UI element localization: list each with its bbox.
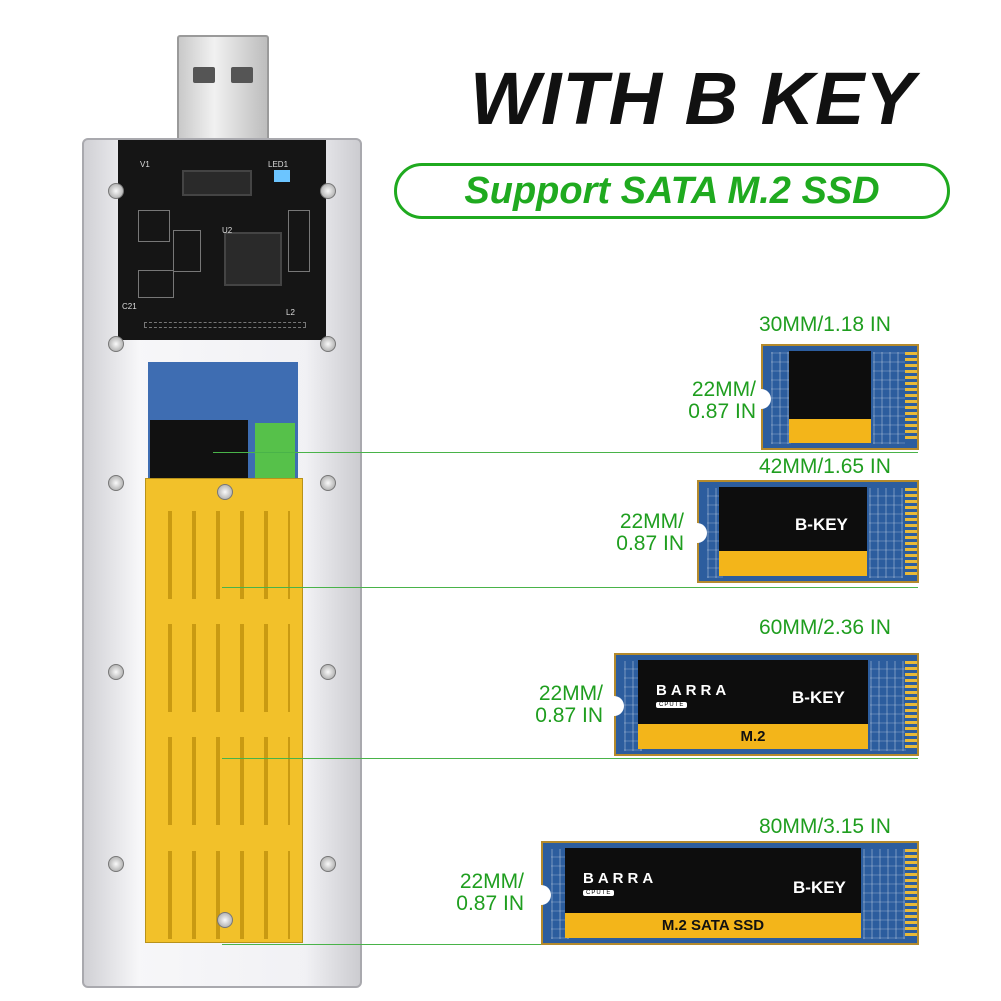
b-key-pins: [905, 488, 917, 575]
mount-screw: [217, 484, 233, 500]
board-circuit: [873, 352, 905, 444]
nand-chip: BARRA CPUTE B-KEY: [565, 848, 861, 913]
shell-screw: [108, 475, 124, 491]
b-key-pins: [905, 849, 917, 937]
ssd-2280: BARRA CPUTE B-KEY M.2 SATA SSD: [541, 841, 919, 945]
width-label-line1: 22MM/: [538, 682, 603, 705]
pcb-trace: [173, 230, 201, 272]
m2-connector-label: [150, 420, 248, 478]
brand-sub: CPUTE: [656, 702, 688, 708]
headline: WITH B KEY: [470, 57, 916, 140]
width-label-line2: 0.87 IN: [456, 892, 524, 916]
gold-label: [789, 419, 871, 443]
shell-screw: [320, 336, 336, 352]
m2-notch: [541, 885, 551, 905]
ssd-2242: B-KEY: [697, 480, 919, 583]
width-label: 22MM/ 0.87 IN: [517, 682, 603, 728]
gold-label: [719, 551, 867, 576]
heatsink-vents: [158, 737, 290, 825]
guide-line-42mm: [222, 587, 918, 588]
gold-label-text: M.2 SATA SSD: [661, 917, 765, 934]
m2-notch: [697, 523, 707, 543]
pcb-label: LED1: [268, 160, 289, 169]
brand-name: BARRA: [656, 682, 731, 699]
width-label-line2: 0.87 IN: [688, 400, 756, 424]
ssd-2260: BARRA CPUTE B-KEY M.2: [614, 653, 919, 756]
shell-screw: [108, 664, 124, 680]
board-circuit: [771, 352, 791, 444]
shell-screw: [108, 856, 124, 872]
shell-screw: [320, 475, 336, 491]
b-key-label: B-KEY: [795, 515, 848, 534]
length-label: 42MM/1.65 IN: [759, 455, 891, 478]
width-label: 22MM/ 0.87 IN: [670, 378, 756, 424]
width-label-line1: 22MM/: [619, 510, 684, 533]
width-label-line1: 22MM/: [459, 870, 524, 893]
width-label: 22MM/ 0.87 IN: [598, 510, 684, 556]
m2-notch: [614, 696, 624, 716]
guide-line-30mm: [213, 452, 918, 453]
board-circuit: [863, 849, 905, 939]
pcb-label: L2: [286, 308, 295, 317]
width-label: 22MM/ 0.87 IN: [438, 870, 524, 916]
usb-contact-hole: [193, 67, 215, 83]
width-label-line2: 0.87 IN: [535, 704, 603, 728]
mount-screw: [217, 912, 233, 928]
width-label-line2: 0.87 IN: [616, 532, 684, 556]
pcb-trace: [288, 210, 310, 272]
length-label: 60MM/2.36 IN: [759, 616, 891, 639]
usb-pad-block: [182, 170, 252, 196]
shell-screw: [108, 183, 124, 199]
shell-screw: [320, 856, 336, 872]
m2-notch: [761, 389, 771, 409]
heatsink-pad: [145, 478, 303, 943]
b-key-pins: [905, 352, 917, 442]
pcb-trace: [138, 210, 170, 242]
length-label: 30MM/1.18 IN: [759, 313, 891, 336]
pcb-label: V1: [140, 160, 150, 169]
nand-chip: [789, 351, 871, 419]
b-key-label: B-KEY: [792, 688, 845, 707]
gold-label-text: M.2: [740, 728, 766, 745]
shell-screw: [320, 664, 336, 680]
led-indicator: [274, 170, 290, 182]
b-key-pins: [905, 661, 917, 748]
width-label-line1: 22MM/: [691, 378, 756, 401]
gold-label: M.2 SATA SSD: [565, 913, 861, 938]
pcb-trace: [138, 270, 174, 298]
brand-name: BARRA: [583, 870, 658, 887]
board-circuit: [624, 661, 642, 751]
length-label: 80MM/3.15 IN: [759, 815, 891, 838]
controller-pcb: V1 LED1 U2 L2 C21: [118, 140, 326, 340]
subheadline-text: Support SATA M.2 SSD: [464, 169, 880, 212]
subheadline-pill: Support SATA M.2 SSD: [394, 163, 950, 219]
nand-chip: BARRA CPUTE B-KEY: [638, 660, 868, 724]
gold-label: M.2: [638, 724, 868, 749]
shell-screw: [320, 183, 336, 199]
board-circuit: [869, 488, 903, 578]
heatsink-vents: [158, 511, 290, 599]
usb-connector: [177, 35, 269, 145]
pcb-label: C21: [122, 302, 137, 311]
board-circuit: [870, 661, 906, 751]
usb-contact-hole: [231, 67, 253, 83]
shell-screw: [108, 336, 124, 352]
b-key-label: B-KEY: [793, 878, 846, 897]
controller-chip: [224, 232, 282, 286]
brand-sub: CPUTE: [583, 890, 615, 896]
heatsink-vents: [158, 624, 290, 712]
ssd-2230: [761, 344, 919, 450]
pcb-label: U2: [222, 226, 233, 235]
pcb-edge-pins: [144, 322, 306, 328]
m2-connector: [255, 423, 295, 478]
board-circuit: [551, 849, 569, 939]
guide-line-60mm: [222, 758, 918, 759]
nand-chip: B-KEY: [719, 487, 867, 551]
